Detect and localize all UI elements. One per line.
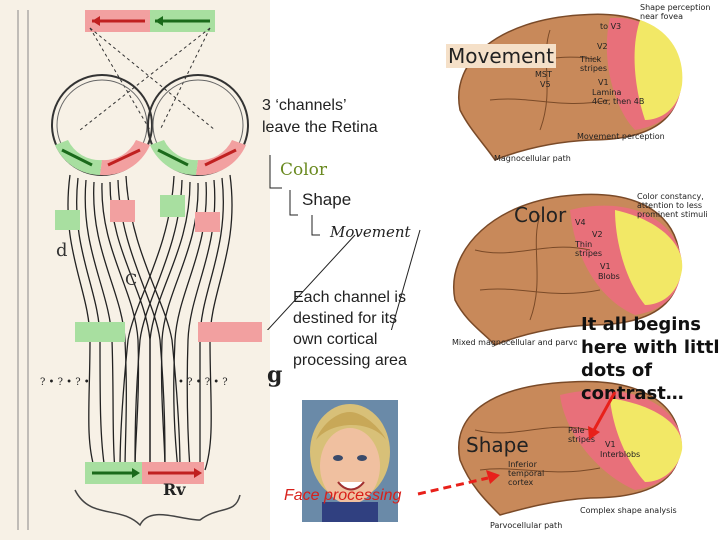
bracket-lines: [266, 155, 421, 330]
interblobs: Interblobs: [600, 450, 641, 459]
top-v2: V2: [597, 42, 608, 51]
to-v3: to V3: [600, 22, 622, 31]
complex-shape: Complex shape analysis: [580, 506, 677, 515]
label-d: d: [56, 240, 68, 261]
color-label-text: Color: [280, 160, 328, 180]
shape-channel-label: Shape: [302, 190, 352, 209]
mst: MST: [535, 70, 552, 79]
shape-big-label: Shape: [466, 433, 529, 457]
color-channel-label: Color: [280, 160, 327, 180]
blobs: Blobs: [598, 272, 620, 281]
mid-v2: V2: [592, 230, 603, 239]
label-c: C: [125, 270, 138, 289]
label-g: g: [267, 362, 283, 388]
magno-path: Magnocellular path: [494, 154, 571, 163]
face-photo: [302, 400, 398, 522]
svg-text:• ? • ? • ?: • ? • ? • ?: [178, 377, 228, 388]
mixed-path: Mixed magnocellular and parvocellular pa…: [452, 338, 577, 347]
movement-perception: Movement perception: [577, 132, 665, 141]
svg-text:? • ? • ? •: ? • ? • ? •: [40, 377, 90, 388]
v4: V4: [575, 218, 586, 227]
each-channel-text: Each channel is destined for its own cor…: [293, 289, 407, 369]
movement-channel-label: Movement: [330, 223, 411, 241]
movement-big-label: Movement: [446, 44, 556, 68]
three-channels-text: 3 ‘channels’ leave the Retina: [262, 97, 378, 136]
mid-v1: V1: [600, 262, 611, 271]
top-v1: V1: [598, 78, 609, 87]
begins-text: It all begins here with little dots of c…: [581, 314, 720, 404]
face-processing-label: Face processing: [284, 487, 402, 504]
bot-v1: V1: [605, 440, 616, 449]
label-rv: Rv: [163, 480, 186, 499]
v5: V5: [540, 80, 551, 89]
parvo-path: Parvocellular path: [490, 521, 563, 530]
visual-pathway-diagram: • ? • ? • ? ? • ? • ? •: [0, 0, 270, 540]
color-big-label: Color: [514, 203, 567, 227]
